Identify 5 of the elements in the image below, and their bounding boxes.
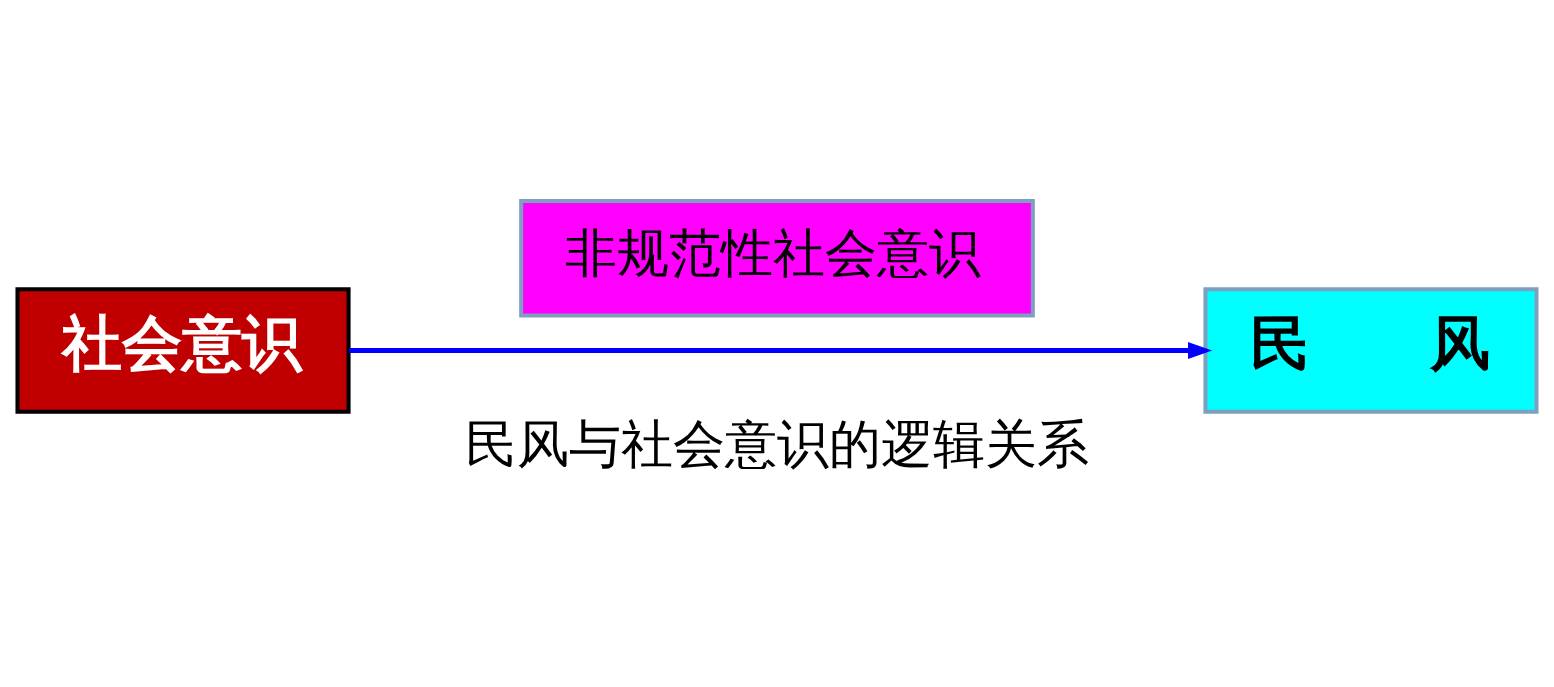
- node-box: 民 风: [1203, 287, 1539, 414]
- arrow: [349, 342, 1213, 359]
- caption: 民风与社会意识的逻辑关系: [465, 413, 1089, 474]
- node-box: 非规范性社会意识: [519, 199, 1035, 318]
- node-box: 社会意识: [15, 287, 351, 414]
